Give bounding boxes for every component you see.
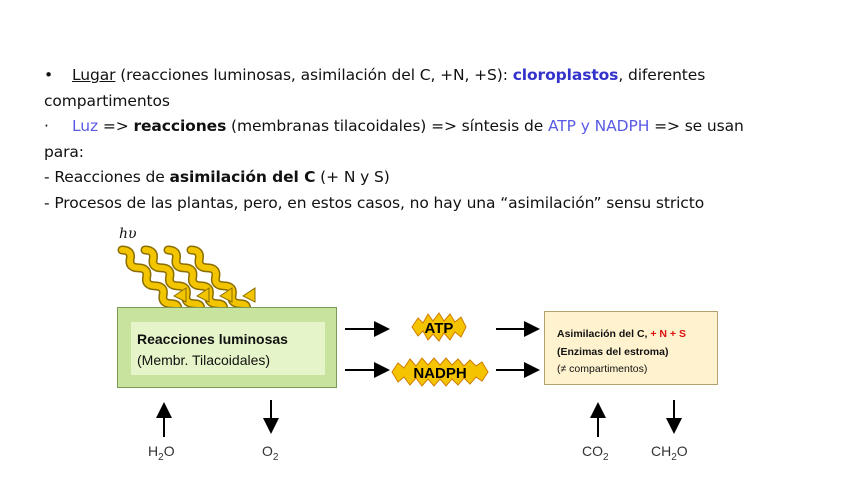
light-reactions-box: Reacciones luminosas (Membr. Tilacoidale…: [117, 307, 337, 388]
h2o-sub: 2: [158, 451, 164, 463]
atp-label: ATP: [425, 320, 454, 337]
h2o-end: O: [163, 443, 175, 459]
bullet: •: [44, 66, 54, 84]
lugar-text-end: , diferentes: [618, 66, 706, 84]
h2o-label: H2O: [148, 443, 175, 463]
h2o-base: H: [148, 443, 159, 459]
luz-text-end: => se usan: [649, 117, 744, 135]
lugar-word: Lugar: [72, 66, 116, 84]
line-reacciones: - Reacciones de asimilación del C (+ N y…: [44, 165, 834, 191]
line-para: para:: [44, 142, 84, 161]
co2-sub: 2: [603, 451, 609, 463]
lugar-text: (reacciones luminosas, asimilación del C…: [115, 66, 513, 84]
ch2o-label: CH2O: [651, 443, 688, 463]
bullet: ·: [44, 117, 49, 135]
light-reactions-inner: Reacciones luminosas (Membr. Tilacoidale…: [131, 322, 325, 375]
o2-sub: 2: [272, 451, 279, 463]
luz-text-mid: (membranas tilacoidales) => síntesis de: [226, 117, 548, 135]
luz-text: =>: [98, 117, 134, 135]
o2-label: O2: [262, 443, 278, 463]
asimilacion-word: asimilación del C: [169, 168, 316, 186]
ch2o-end: O: [676, 443, 688, 459]
assimilation-title-a: Asimilación del C,: [557, 328, 648, 340]
ch2o-sub: 2: [671, 451, 677, 463]
assimilation-box: Asimilación del C, + N + S (Enzimas del …: [544, 311, 718, 385]
assimilation-compartments: (≠ compartimentos): [557, 363, 648, 375]
line-lugar: • Lugar (reacciones luminosas, asimilació…: [44, 63, 834, 89]
burst-icon: [391, 357, 489, 387]
light-reactions-subtitle: (Membr. Tilacoidales): [137, 352, 271, 368]
assimilation-title: Asimilación del C, + N + S: [557, 328, 686, 340]
light-wave-icon: [117, 245, 256, 320]
reacciones-text: - Reacciones de: [44, 168, 170, 186]
luz-word: Luz: [72, 117, 99, 135]
line-procesos: - Procesos de las plantas, pero, en esto…: [44, 193, 705, 212]
assimilation-title-b: + N + S: [647, 328, 686, 340]
line-compartimentos: compartimentos: [44, 91, 170, 110]
light-reactions-title: Reacciones luminosas: [137, 331, 288, 347]
reacciones-text-end: (+ N y S): [315, 168, 390, 186]
bullet-text: • Lugar (reacciones luminosas, asimilació…: [44, 63, 834, 216]
line-luz: · Luz => reacciones (membranas tilacoidal…: [44, 114, 834, 140]
cloroplastos-word: cloroplastos: [512, 66, 619, 84]
burst-icon: [411, 312, 467, 342]
co2-label: CO2: [582, 443, 609, 463]
reacciones-word: reacciones: [133, 117, 227, 135]
assimilation-enzymes: (Enzimas del estroma): [557, 346, 669, 358]
nadph-label: NADPH: [413, 365, 466, 382]
light-symbol: hυ: [119, 226, 137, 242]
o2-base: O: [262, 443, 273, 459]
co2-base: CO: [582, 443, 603, 459]
atp-nadph-words: ATP y NADPH: [547, 117, 650, 135]
arrows: [156, 321, 682, 437]
ch2o-base: CH: [651, 443, 672, 459]
